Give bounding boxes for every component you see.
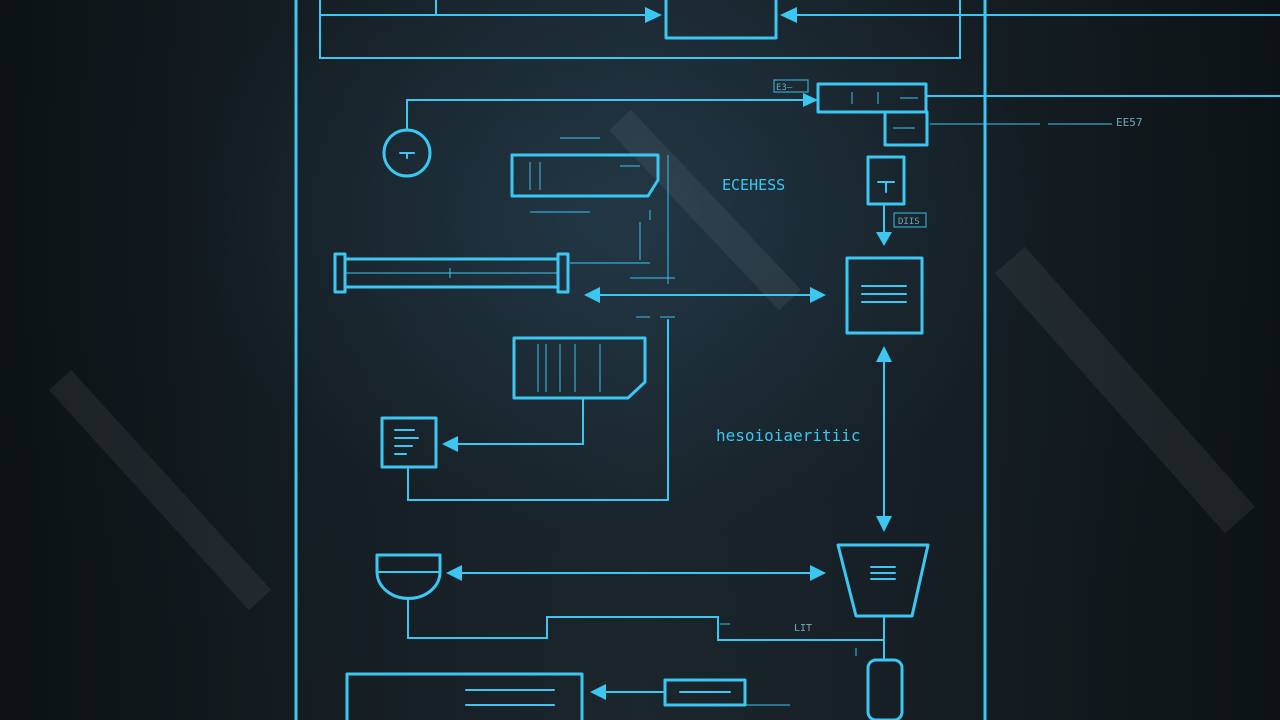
center-upper-label: ЕСЕНЕSS (722, 176, 785, 194)
bottom-input-box (663, 678, 747, 707)
input-sub-box (883, 110, 929, 147)
storage-upper (510, 137, 669, 284)
document-box (845, 256, 924, 335)
middle-double-arrow (584, 287, 826, 318)
background-streaks (48, 109, 1255, 611)
top-right-tag: ЕЗ— (776, 83, 793, 93)
bottom-blocks (345, 672, 790, 720)
funnel-node: LIT (720, 543, 930, 720)
sensor-node (382, 93, 818, 178)
top-process-box (664, 0, 778, 40)
top-right-cluster: ЕЗ— ЕЕ57 (773, 79, 1280, 147)
storage-lower (442, 319, 669, 501)
bottom-right-tag: LIT (794, 623, 812, 634)
small-document-box (380, 416, 438, 469)
right-far-tag: ЕЕ57 (1116, 116, 1143, 129)
pipe-rail (333, 252, 675, 294)
storage-upper-shape (510, 153, 660, 198)
node-tag: DIIS (898, 217, 920, 227)
document-node (845, 256, 924, 335)
small-document-node (380, 416, 669, 501)
vertical-double-arrow (876, 346, 892, 532)
cylinder-node (866, 658, 904, 720)
funnel-shape (836, 543, 930, 618)
storage-lower-shape (512, 336, 647, 400)
input-box (816, 82, 928, 114)
top-block (319, 0, 1280, 59)
bowl-shape (375, 553, 442, 600)
center-lower-label: hesoioiaeritiic (716, 426, 861, 445)
t-node: DIIS (866, 155, 927, 246)
bowl-node (375, 553, 885, 641)
t-node-box (866, 155, 906, 206)
bottom-output-box (345, 672, 584, 720)
